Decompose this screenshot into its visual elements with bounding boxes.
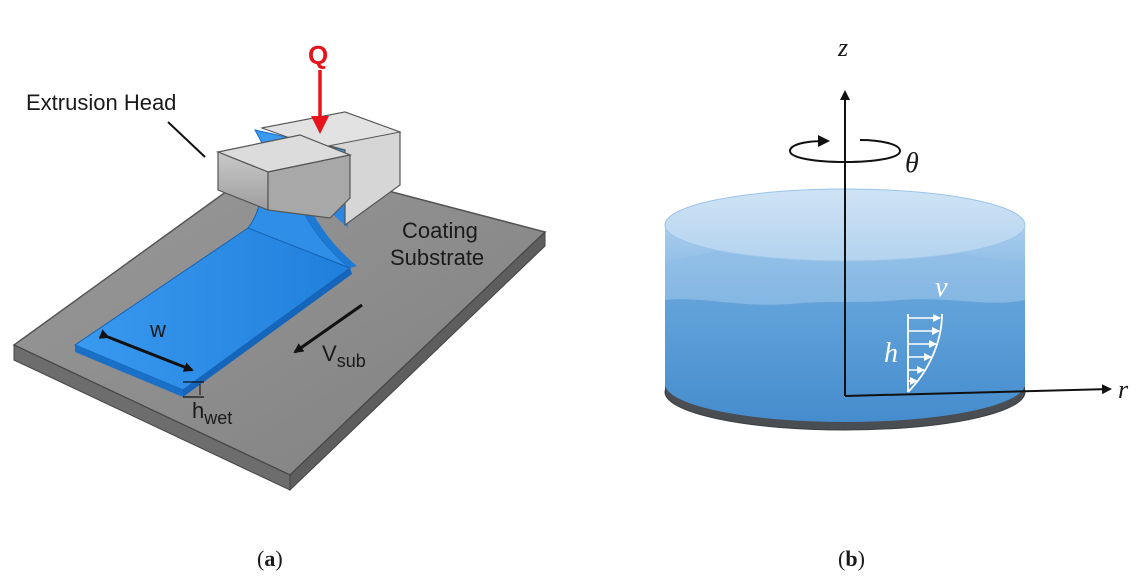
flow-rate-arrow — [311, 70, 329, 134]
width-arrow — [98, 329, 194, 372]
z-axis-label: z — [837, 33, 848, 62]
panel-a: Q Extrusion Head Coating Substrate w Vsu… — [12, 40, 547, 571]
velocity-arrow — [293, 303, 363, 354]
extrusion-head-label: Extrusion Head — [26, 90, 176, 115]
velocity-v-label: v — [935, 272, 948, 303]
height-marker — [183, 381, 204, 398]
velocity-subscript: sub — [337, 351, 366, 371]
velocity-label: Vsub — [322, 341, 366, 371]
r-axis — [844, 384, 1112, 397]
caption-a-letter: a — [264, 546, 275, 571]
caption-b-letter: b — [845, 546, 857, 571]
height-h-label: h — [884, 338, 898, 369]
extrusion-head — [215, 111, 402, 227]
height-label: hwet — [192, 398, 232, 428]
substrate-label-line2: Substrate — [390, 245, 484, 270]
velocity-profile — [907, 313, 943, 393]
r-axis-label: r — [1118, 375, 1129, 404]
velocity-main: V — [322, 341, 337, 366]
rotation-arrow — [788, 135, 902, 164]
height-subscript: wet — [203, 408, 232, 428]
theta-label: θ — [905, 148, 919, 179]
caption-a: (a) — [257, 546, 283, 571]
caption-b: (b) — [838, 546, 865, 571]
flow-rate-label: Q — [308, 40, 328, 70]
height-main: h — [192, 398, 204, 423]
caption-b-close: ) — [858, 546, 865, 571]
width-label: w — [149, 317, 166, 342]
caption-a-close: ) — [275, 546, 282, 571]
extrusion-head-leader — [167, 121, 206, 158]
caption-b-open: ( — [838, 546, 845, 571]
panel-b: z θ r v h (b) — [664, 33, 1129, 571]
caption-a-open: ( — [257, 546, 264, 571]
substrate-label-line1: Coating — [402, 218, 478, 243]
